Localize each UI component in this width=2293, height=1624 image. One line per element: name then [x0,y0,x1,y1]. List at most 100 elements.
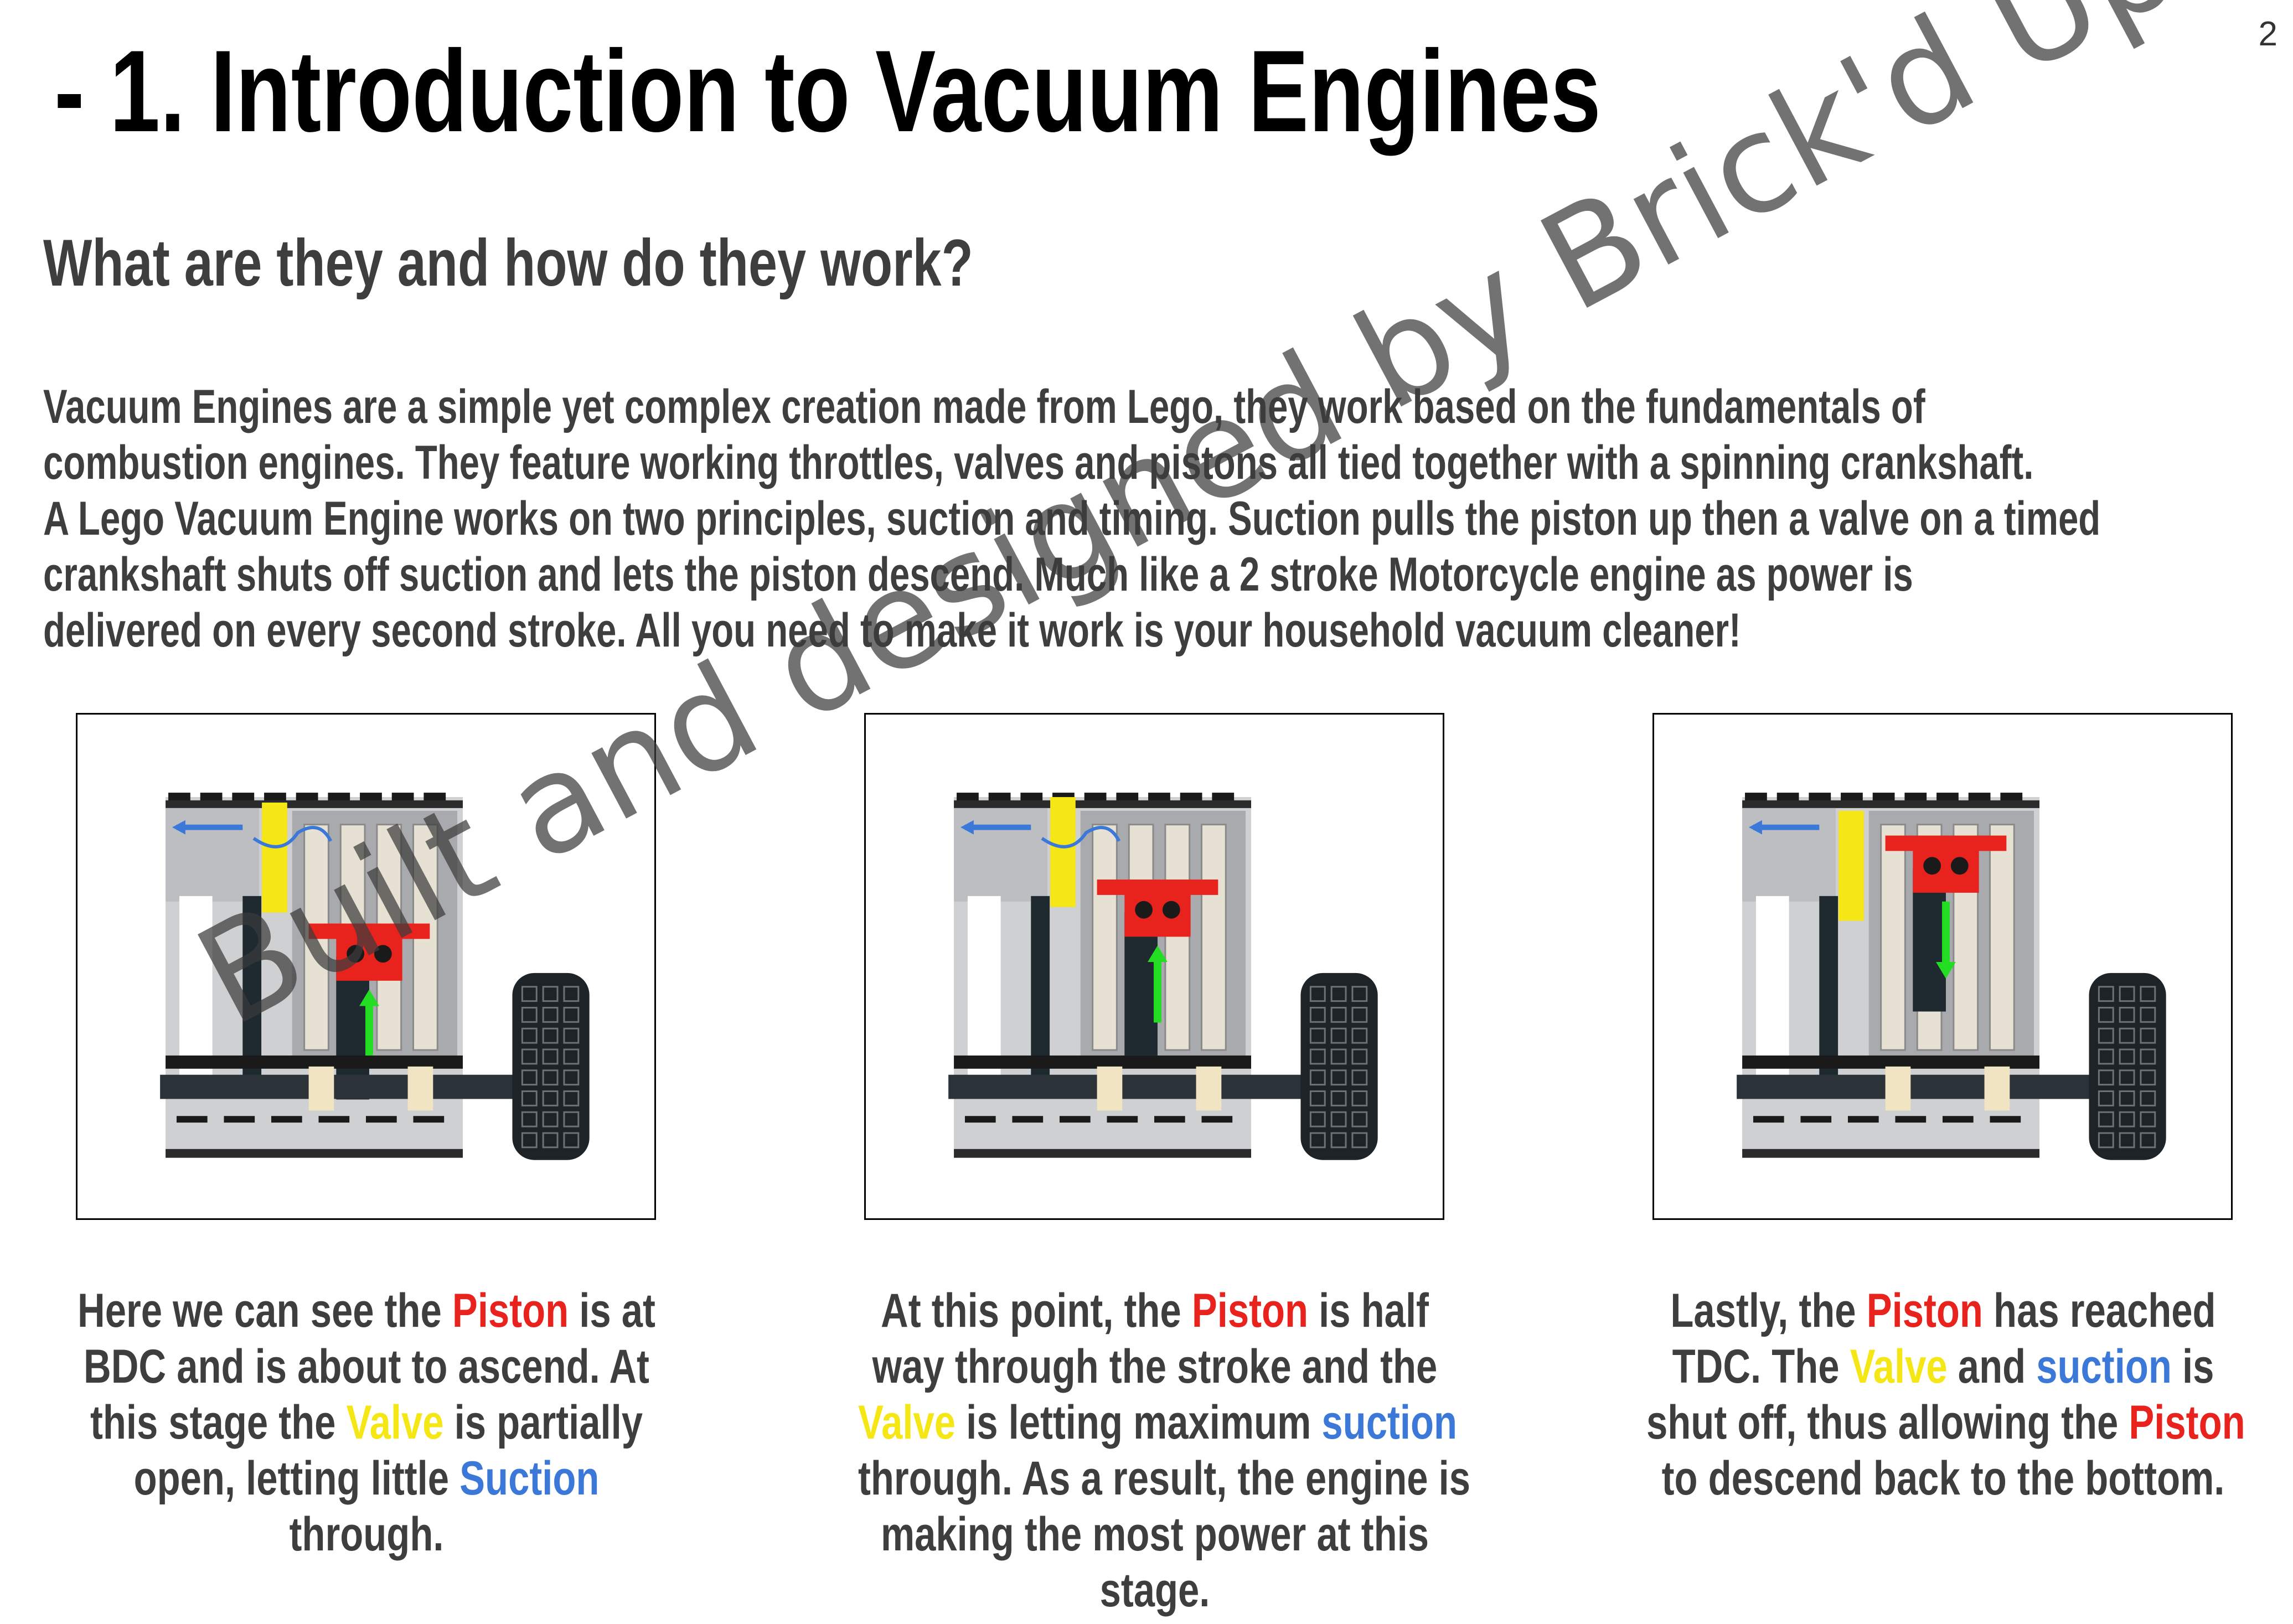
intro-line: delivered on every second stroke. All yo… [43,604,1741,657]
caption-text: is at [569,1284,655,1337]
engine-group [948,793,1378,1160]
tread-pattern [563,1027,580,1044]
suction-arrow-head [1749,820,1762,835]
caption-text: to descend back to the bottom. [1661,1452,2225,1505]
engine-group [160,793,590,1160]
caption-text: this stage the [90,1396,347,1449]
piston-top [308,923,430,939]
caption-text: open, letting little [133,1452,460,1505]
tread-pattern [2140,1007,2156,1023]
tread-pattern [1351,1007,1368,1023]
engine-illustration [1737,793,2166,1160]
caption-text: TDC. The [1672,1340,1850,1393]
tread-pattern [1330,1090,1347,1106]
tread-pattern [521,1027,538,1044]
caption-text: is partially [443,1396,643,1449]
tread-pattern [2098,1007,2114,1023]
tread-pattern [1330,986,1347,1002]
tread-pattern [521,1111,538,1128]
cylinder-liner [1880,824,1906,1051]
motion-arrow-head [359,989,379,1006]
frame-stud [264,793,286,800]
piston-pin [1923,857,1941,875]
piston [1124,892,1191,937]
intake-block [1742,808,1836,902]
top-rail [954,800,1251,808]
crank-bearing [1885,1066,1911,1111]
frame-stud [1904,793,1927,800]
crankshaft [1737,1074,2100,1099]
suction-arrow-head [960,820,974,835]
crankcase-rail [1742,1055,2039,1069]
tread-pattern [2098,986,2114,1002]
caption-keyword-yellow: Valve [346,1396,444,1449]
frame-stud [1116,793,1139,800]
tread-pattern [2098,1132,2114,1149]
tread-pattern [1351,1111,1368,1128]
tread-pattern [2119,1090,2135,1106]
crank-bearing [407,1066,433,1111]
tread-pattern [1330,1027,1347,1044]
engine-illustration [948,793,1378,1160]
left-gap [179,896,213,1078]
frame-stud [957,793,979,800]
tread-pattern [1351,1090,1368,1106]
cylinder-liner [1164,824,1191,1051]
valve [262,802,287,913]
caption-line: making the most power at this [858,1507,1452,1563]
caption-text: Here we can see the [78,1284,452,1337]
tread-pattern [2098,1090,2114,1106]
frame-stud [1180,793,1202,800]
tread-pattern [563,1069,580,1086]
tread-pattern [2098,1048,2114,1065]
tread-pattern [1330,1048,1347,1065]
crankshaft [160,1074,524,1099]
tread-pattern [2098,1027,2114,1044]
piston-pin [347,945,365,963]
engine-figure-bdc [76,713,656,1220]
frame-stud [360,793,382,800]
tread-pattern [2119,1111,2135,1128]
frame-stud [1753,1116,1784,1123]
caption-text: making the most power at this [880,1508,1429,1561]
tread-pattern [2098,1069,2114,1086]
section-subtitle: What are they and how do they work? [43,226,973,300]
piston-pin [1950,857,1969,875]
tread-pattern [1309,1069,1326,1086]
tread-pattern [2119,1027,2135,1044]
piston-top [1097,880,1218,895]
tread-pattern [1309,1048,1326,1065]
frame-stud [1872,793,1895,800]
tread-pattern [1351,1132,1368,1149]
caption-keyword-red: Piston [1866,1284,1983,1337]
crankcase-rail [954,1055,1251,1069]
frame-stud [2000,793,2023,800]
tread-pattern [521,1048,538,1065]
caption-line: At this point, the Piston is half [858,1283,1452,1339]
tread-pattern [521,1069,538,1086]
tread-pattern [1330,1111,1347,1128]
flywheel [2089,973,2166,1160]
caption-keyword-yellow: Valve [1850,1340,1948,1393]
caption-keyword-yellow: Valve [858,1396,956,1449]
connecting-rod-side [242,896,262,1083]
crank-bearing [1984,1066,2010,1111]
frame-stud [1201,1116,1233,1123]
frame-stud [1990,1116,2021,1123]
tread-pattern [563,1007,580,1023]
tread-pattern [2140,1027,2156,1044]
motion-arrow-head [1936,962,1956,979]
tread-pattern [521,1007,538,1023]
caption-line: through. [70,1507,663,1563]
connecting-rod-side [1819,896,1838,1083]
frame-stud [391,793,414,800]
frame-stud [1012,1116,1044,1123]
caption-keyword-blue: Suction [459,1452,600,1505]
frame-stud [1020,793,1043,800]
frame-stud [200,793,223,800]
frame-stud [988,793,1011,800]
tread-pattern [2098,1111,2114,1128]
caption-text: way through the stroke and the [872,1340,1438,1393]
tread-pattern [1309,1027,1326,1044]
